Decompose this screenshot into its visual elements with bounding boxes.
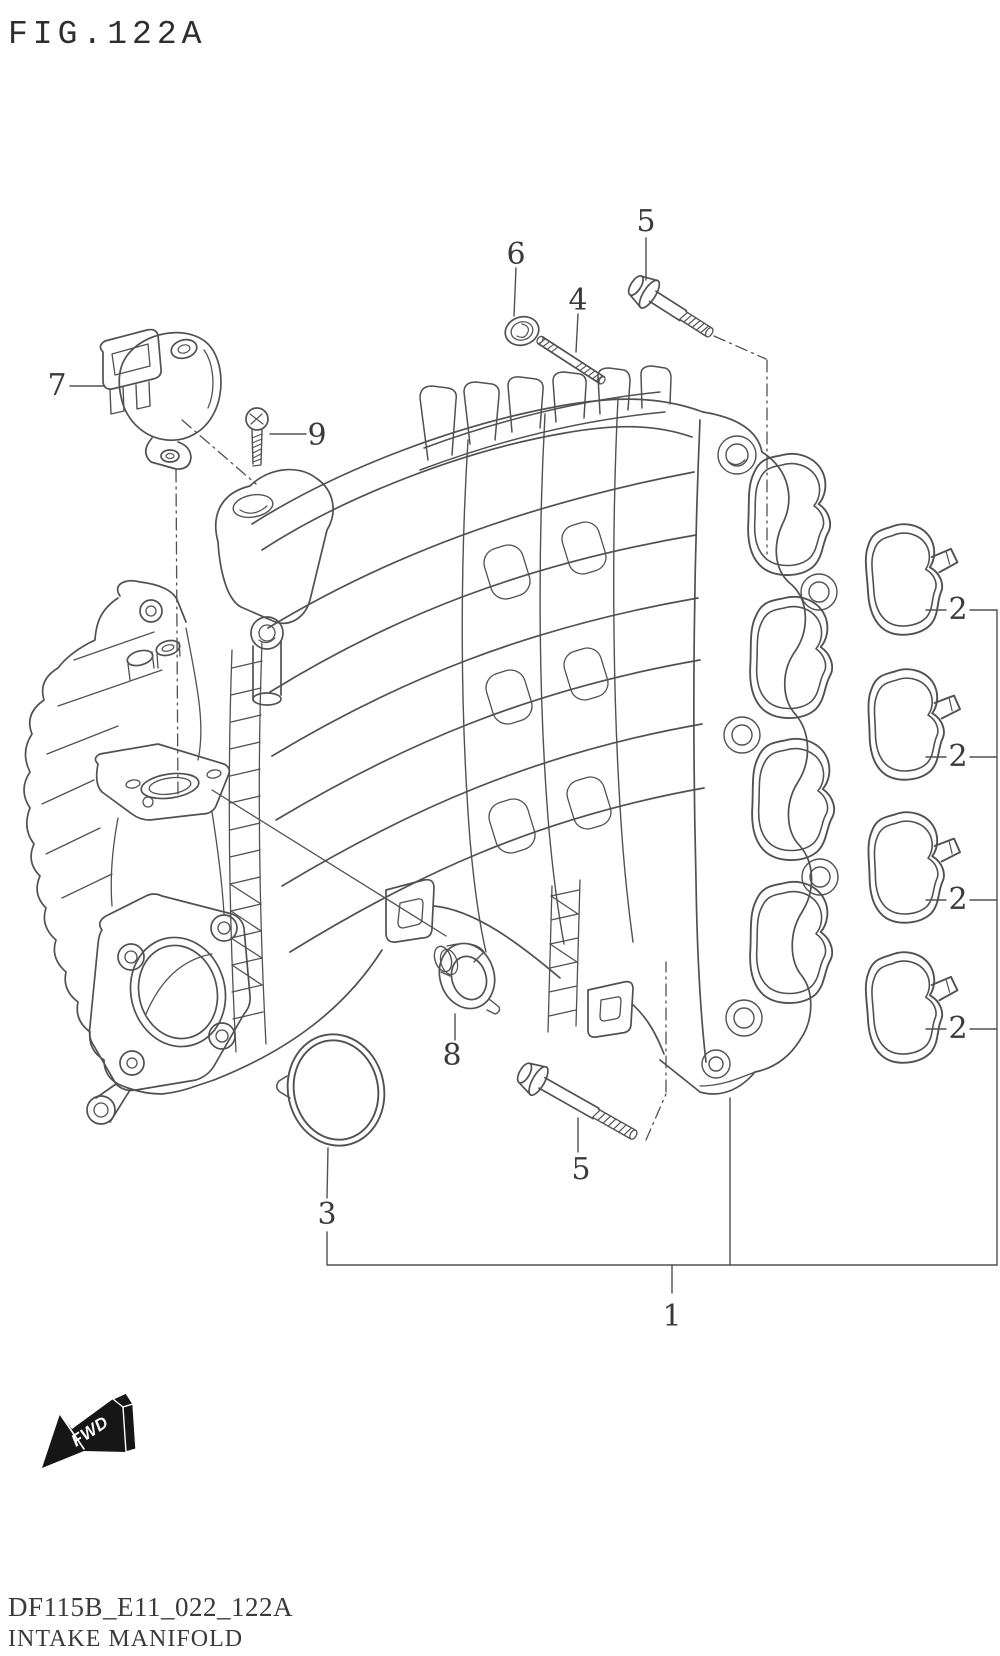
callout-2-4: 2 <box>948 1011 968 1046</box>
sensor-pad <box>94 743 231 915</box>
runner-tubes <box>267 397 705 953</box>
bolt-5-bottom-drawing <box>516 1062 638 1140</box>
callout-8: 8 <box>442 1038 462 1073</box>
intake-manifold-body <box>23 365 839 1125</box>
callout-2-1: 2 <box>948 592 968 627</box>
manifold-top-ribs <box>419 365 672 471</box>
cap-6-drawing <box>504 315 540 347</box>
projection-lines <box>175 335 768 1141</box>
leader-lines <box>69 237 998 1199</box>
port-seat-3 <box>751 737 836 862</box>
mounting-feet <box>213 878 665 1081</box>
stud-4-drawing <box>536 335 606 385</box>
drawing-code: DF115B_E11_022_122A <box>8 1592 294 1622</box>
callout-2-2: 2 <box>948 739 968 774</box>
assembly-brackets <box>326 609 998 1294</box>
callout-5-bottom: 5 <box>571 1152 591 1187</box>
port-seat-4 <box>749 880 834 1005</box>
fwd-arrow: FWD <box>42 1392 137 1468</box>
bolt-5-top-drawing <box>627 275 714 338</box>
callout-7: 7 <box>47 368 67 403</box>
figure-title: FIG.122A <box>8 16 207 53</box>
screw-9-drawing <box>245 407 269 467</box>
callout-3: 3 <box>317 1197 337 1232</box>
seal-8-drawing <box>433 942 501 1015</box>
sensor-mount-bracket <box>214 468 334 706</box>
callout-4: 4 <box>568 283 588 318</box>
callout-2-3: 2 <box>948 882 968 917</box>
oring-3-drawing <box>276 1033 386 1147</box>
callout-6: 6 <box>506 237 526 272</box>
sensor-7-drawing <box>99 328 222 470</box>
callout-9: 9 <box>307 418 327 453</box>
part8-position-line <box>211 789 447 937</box>
figure-name: INTAKE MANIFOLD <box>8 1626 244 1652</box>
throttle-bore-flange <box>86 893 251 1125</box>
gasket-2-drawing-4 <box>861 947 964 1066</box>
cylinder-head-flange <box>659 411 839 1095</box>
port-seat-1 <box>747 452 832 577</box>
callout-5-top: 5 <box>636 204 656 239</box>
surge-tank-cover <box>23 579 215 1095</box>
callout-1: 1 <box>662 1299 682 1334</box>
